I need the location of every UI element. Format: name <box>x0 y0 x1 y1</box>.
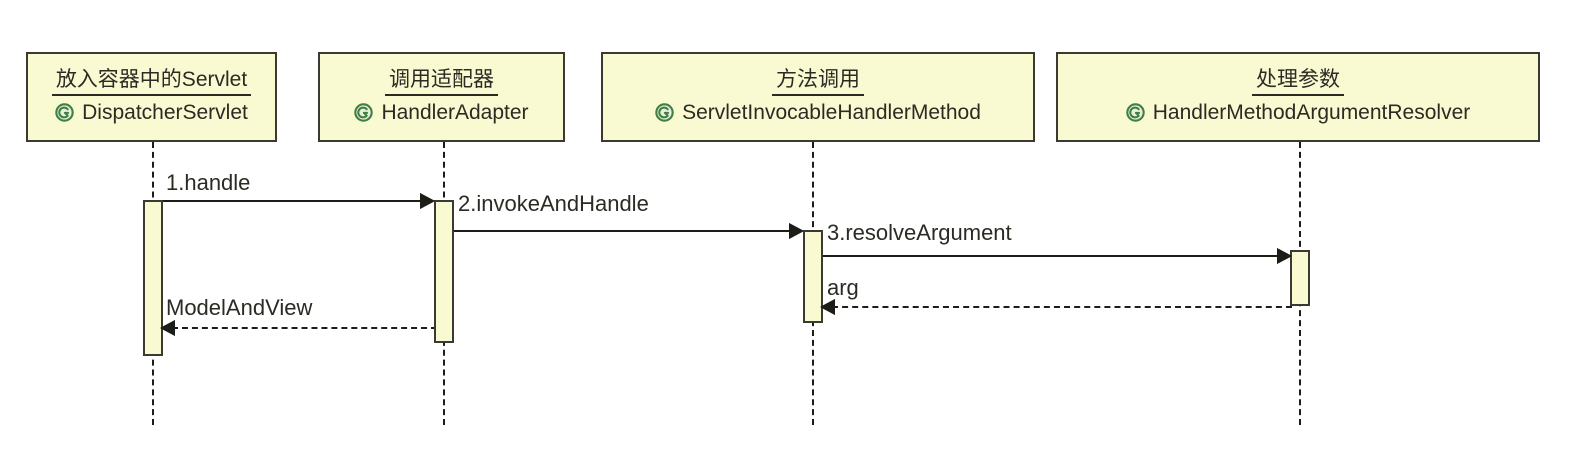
message-arrowhead-arg-overlay <box>820 299 835 315</box>
message-label-invoke-and-handle: 2.invokeAndHandle <box>458 191 649 216</box>
participant-title: 方法调用 <box>772 68 864 97</box>
participant-title: 处理参数 <box>1252 68 1344 97</box>
message-arrowhead-model-and-view-overlay <box>160 320 175 336</box>
message-arrowhead-invoke-and-handle-overlay <box>789 223 804 239</box>
class-circle-icon <box>354 103 374 122</box>
message-label-handle: 1.handle <box>166 170 251 195</box>
class-circle-icon <box>1126 103 1145 122</box>
message-line-handle <box>153 200 425 202</box>
message-arrowhead-resolve-argument-overlay <box>1277 248 1292 264</box>
participant-class-name: HandlerAdapter <box>381 101 529 125</box>
message-line-invoke-and-handle <box>452 230 794 232</box>
message-line-arg <box>832 306 1292 308</box>
message-label-model-and-view: ModelAndView <box>166 295 313 320</box>
participant-class-name: DispatcherServlet <box>82 101 248 125</box>
message-label-arg: arg <box>827 275 859 300</box>
participant-title: 放入容器中的Servlet <box>51 68 252 97</box>
class-circle-icon <box>55 103 74 122</box>
activation-bar-dispatcher-servlet[interactable] <box>143 200 163 356</box>
message-label-resolve-argument: 3.resolveArgument <box>827 220 1012 245</box>
activation-bar-handler-method-argument-resolver[interactable] <box>1290 250 1310 306</box>
participant-class-name: ServletInvocableHandlerMethod <box>682 101 981 125</box>
message-line-model-and-view <box>172 327 437 329</box>
activation-bar-servlet-invocable-handler-method[interactable] <box>803 230 823 323</box>
activation-bar-handler-adapter[interactable] <box>434 200 454 343</box>
message-arrowhead-handle-overlay <box>420 193 435 209</box>
participant-servlet-invocable-handler-method[interactable]: 方法调用 ServletInvocableHandlerMethod <box>601 52 1035 142</box>
message-line-resolve-argument <box>820 255 1282 257</box>
participant-class-row: HandlerAdapter <box>354 101 529 125</box>
participant-class-row: DispatcherServlet <box>55 101 248 124</box>
participant-handler-adapter[interactable]: 调用适配器 HandlerAdapter <box>318 52 565 142</box>
participant-class-row: ServletInvocableHandlerMethod <box>655 101 981 124</box>
participant-class-name: HandlerMethodArgumentResolver <box>1152 101 1471 125</box>
participant-dispatcher-servlet[interactable]: 放入容器中的Servlet DispatcherServlet <box>26 52 277 142</box>
participant-handler-method-argument-resolver[interactable]: 处理参数 HandlerMethodArgumentResolver <box>1056 52 1540 142</box>
participant-class-row: HandlerMethodArgumentResolver <box>1126 101 1471 125</box>
class-circle-icon <box>655 103 674 122</box>
participant-title: 调用适配器 <box>385 68 498 97</box>
